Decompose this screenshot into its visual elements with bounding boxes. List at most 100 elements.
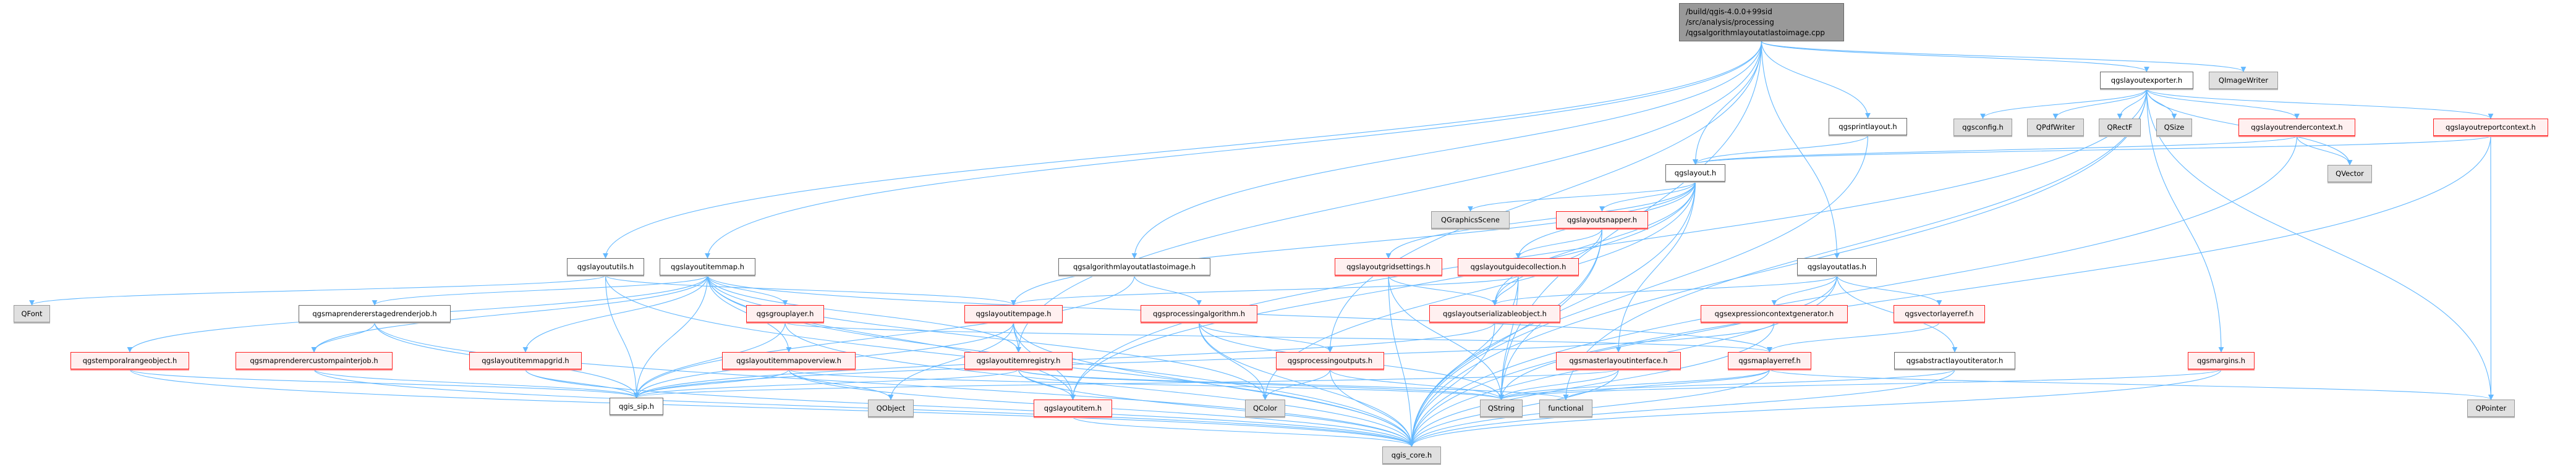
edge-root-to-qgslayoutitemregistry [1016,41,1762,353]
node-functional[interactable]: functional [1539,400,1592,417]
edge-qgslayoutatlas-to-qgslayoutserializableobject [1492,275,1838,306]
node-qgslayoutserializableobject[interactable]: qgslayoutserializableobject.h [1429,305,1560,322]
node-qgsabstractlayoutiterator[interactable]: qgsabstractlayoutiterator.h [1894,352,2015,369]
node-qgslayoutitemmapoverview[interactable]: qgslayoutitemmapoverview.h [722,352,856,369]
node-qgslayoutitemregistry[interactable]: qgslayoutitemregistry.h [964,352,1073,369]
edge-qgsexpressioncontextgenerator-to-qgis_core [1409,322,1775,447]
node-qgslayoutexporter[interactable]: qgslayoutexporter.h [2100,72,2193,89]
edge-qgstemporalrangeobject-to-qgis_core [129,369,1414,447]
node-qgslayoutitempage[interactable]: qgslayoutitempage.h [964,305,1063,322]
edge-qgslayoutguidecollection-to-qgslayoutitempage [1011,275,1519,306]
edge-qgslayout-to-qgslayoutsnapper [1599,181,1696,212]
edge-qgsvectorlayerref-to-qgsmaplayerref [1767,322,1940,353]
node-qgsexpressioncontextgenerator[interactable]: qgsexpressioncontextgenerator.h [1701,305,1848,322]
edge-root-to-qgslayoutexporter [1761,41,2149,72]
node-qvector[interactable]: QVector [2327,165,2372,182]
edge-qgsabstractlayoutiterator-to-qgis_core [1409,369,1955,447]
node-qgsvectorlayerref[interactable]: qgsvectorlayerref.h [1894,305,1985,322]
edge-qgslayoutitemmap-to-qgsgrouplayer [707,275,788,306]
node-qgslayoutitemmapgrid[interactable]: qgslayoutitemmapgrid.h [469,352,582,369]
edge-qgslayoutgridsettings-to-QString [1388,275,1504,400]
edge-qgsmaprenderercustompainterjob-to-qgis_core [313,369,1414,447]
node-qgsmaplayerref[interactable]: qgsmaplayerref.h [1728,352,1811,369]
node-qgslayoututils[interactable]: qgslayoututils.h [567,258,644,275]
node-qimagewriter[interactable]: QImageWriter [2209,72,2278,89]
node-qgslayoutsnapper[interactable]: qgslayoutsnapper.h [1556,211,1648,228]
node-qgsmaprendererstagedrenderjob[interactable]: qgsmaprendererstagedrenderjob.h [299,305,451,322]
edge-root-to-qgslayoutitemmap [705,41,1762,259]
edge-qgslayoutexporter-to-qgslayoutreportcontext [2146,88,2494,119]
edge-qgslayoutitemmap-to-qgslayoutitem [707,275,1076,400]
edge-qgslayoutitempage-to-QObject [888,322,1014,400]
node-qgsprintlayout[interactable]: qgsprintlayout.h [1829,118,1907,135]
node-qgsconfig[interactable]: qgsconfig.h [1953,119,2012,136]
node-qgslayoutatlas[interactable]: qgslayoutatlas.h [1797,258,1877,275]
node-qgsalgorithmlayoutatlastoimage[interactable]: qgsalgorithmlayoutatlastoimage.h [1058,258,1210,275]
edge-qgslayoutreportcontext-to-qgis_core [1409,135,2491,447]
node-qpointer[interactable]: QPointer [2467,400,2515,417]
edge-qgslayoutsnapper-to-qgis_core [1409,228,1603,447]
edge-qgsprocessingalgorithm-to-qgis_core [1198,322,1414,447]
edge-qgslayoutitemregistry-to-QString [1018,369,1504,400]
node-qgslayout[interactable]: qgslayout.h [1665,164,1725,182]
node-qgsprocessingoutputs[interactable]: qgsprocessingoutputs.h [1276,352,1384,369]
node-qstring[interactable]: QString [1480,400,1523,417]
edge-qgslayoutitemregistry-to-qgis_sip [634,369,1019,398]
edge-qgstemporalrangeobject-to-qgis_sip [129,369,639,398]
edge-root-to-qgslayoutatlas [1761,41,1840,259]
root-file-node[interactable]: /build/qgis-4.0.0+99sid /src/analysis/pr… [1679,3,1844,41]
edge-qgsmasterlayoutinterface-to-QString [1498,369,1619,400]
node-qgslayoutitemmap[interactable]: qgslayoutitemmap.h [660,258,755,275]
node-qrectf[interactable]: QRectF [2099,119,2141,136]
edge-qgsmargins-to-qgis_core [1409,369,2222,447]
edge-qgslayoutexporter-to-QRectF [2117,88,2148,119]
edge-root-to-qgslayoututils [603,41,1762,259]
edge-qgslayoutitemmap-to-qgsmaprendererstagedrenderjob [372,275,708,306]
edge-qgsprocessingalgorithm-to-QColor [1198,322,1268,400]
node-qgslayoutgridsettings[interactable]: qgslayoutgridsettings.h [1335,258,1442,275]
node-qgsmaprenderercustompainterjob[interactable]: qgsmaprenderercustompainterjob.h [236,352,393,369]
edge-qgslayoutatlas-to-qgsexpressioncontextgenerator [1771,275,1838,306]
node-qgsgrouplayer[interactable]: qgsgrouplayer.h [746,305,824,322]
edge-qgslayoutitemmap-to-QColor [707,275,1268,400]
node-qgsmasterlayoutinterface[interactable]: qgsmasterlayoutinterface.h [1556,352,1681,369]
edge-qgsmaplayerref-to-functional [1563,369,1770,400]
edge-qgslayoutreportcontext-to-qgslayout [1693,135,2491,165]
node-qcolor[interactable]: QColor [1245,400,1285,417]
node-qgis-core[interactable]: qgis_core.h [1382,446,1441,464]
edge-qgslayoutatlas-to-qgsvectorlayerref [1836,275,1942,306]
node-qobject[interactable]: QObject [868,400,914,417]
edge-qgsprocessingoutputs-to-QString [1329,369,1504,400]
edge-qgslayout-to-qgslayoutitempage [1011,181,1696,306]
edge-qgslayoutexporter-to-qgslayoutrendercontext [2146,88,2300,119]
edge-qgsmaplayerref-to-QString [1498,369,1770,400]
edge-qgsgrouplayer-to-qgsmaplayerref [784,322,1772,353]
node-qgsmargins[interactable]: qgsmargins.h [2188,352,2255,369]
edge-qgslayoutitemmapoverview-to-QString [788,369,1504,400]
edge-qgslayoutitemmap-to-qgis_sip [634,275,708,398]
edge-qgslayout-to-qgslayoutgridsettings [1385,181,1696,259]
edge-root-to-QImageWriter [1761,41,2247,72]
node-qgraphicsscene[interactable]: QGraphicsScene [1431,211,1510,228]
node-qgslayoutguidecollection[interactable]: qgslayoutguidecollection.h [1458,258,1579,275]
node-qgsprocessingalgorithm[interactable]: qgsprocessingalgorithm.h [1141,305,1257,322]
edge-qgslayoutitemregistry-to-functional [1018,369,1569,400]
edge-qgslayoutatlas-to-QString [1498,275,1838,400]
edge-qgsprocessingoutputs-to-qgis_core [1329,369,1414,447]
edge-qgsmaprendererstagedrenderjob-to-qgis_core [374,322,1414,447]
edge-qgslayoutguidecollection-to-qgis_core [1409,275,1519,447]
node-qpdfwriter[interactable]: QPdfWriter [2027,119,2084,136]
node-qgslayoutitem[interactable]: qgslayoutitem.h [1034,400,1112,417]
edge-qgsmaplayerref-to-QPointer [1769,369,2494,400]
node-qgslayoutreportcontext[interactable]: qgslayoutreportcontext.h [2433,119,2548,136]
edge-qgslayoutrendercontext-to-qgslayout [1693,135,2298,165]
node-qfont[interactable]: QFont [14,305,50,322]
edge-qgslayoutguidecollection-to-QString [1498,275,1519,400]
edge-qgslayoutsnapper-to-qgslayoutguidecollection [1515,228,1603,259]
node-qsize[interactable]: QSize [2156,119,2192,136]
edge-qgslayoutitemmap-to-qgsmaprenderercustompainterjob [311,275,708,353]
node-qgis-sip[interactable]: qgis_sip.h [610,398,663,415]
node-qgslayoutrendercontext[interactable]: qgslayoutrendercontext.h [2238,119,2355,136]
node-qgstemporalrangeobject[interactable]: qgstemporalrangeobject.h [70,352,189,369]
edge-qgslayoutitempage-to-qgis_core [1013,322,1414,447]
